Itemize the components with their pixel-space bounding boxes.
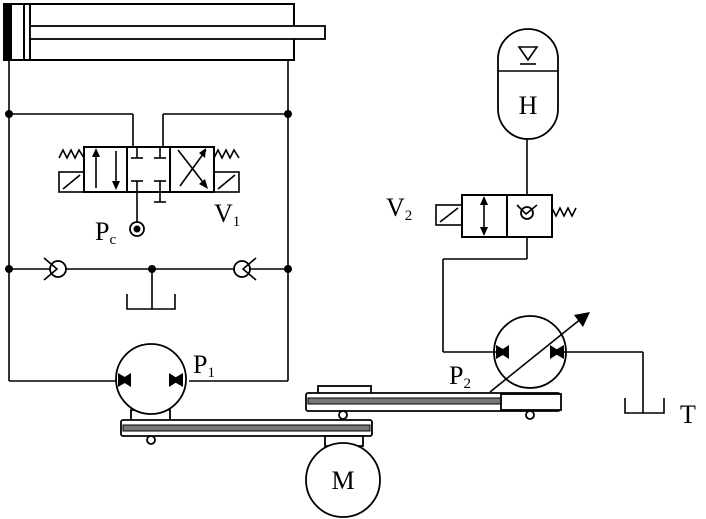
label-v2: V2 — [386, 193, 412, 224]
pump-p1 — [115, 343, 187, 431]
variable-displacement-arrow — [489, 317, 583, 393]
right-circuit-lines — [442, 139, 665, 414]
label-pc: Pc — [95, 217, 116, 248]
label-p2: P2 — [449, 361, 471, 392]
spring-right — [213, 148, 240, 160]
label-h: H — [519, 91, 538, 120]
directional-valve-v1 — [58, 146, 240, 237]
tank-symbol-left — [126, 294, 176, 310]
spring-v2 — [551, 206, 577, 218]
label-v1: V1 — [214, 199, 240, 230]
junction-dot — [5, 110, 13, 118]
pump-p2-base — [500, 393, 562, 411]
left-circuit-lines — [5, 60, 292, 382]
motor-m — [305, 435, 381, 518]
belt-drive-left — [120, 419, 373, 445]
cylinder-rod — [29, 25, 326, 40]
label-m: M — [331, 466, 354, 495]
hydraulic-cylinder — [3, 3, 326, 61]
junction-dot — [148, 265, 156, 273]
check-valve-left — [43, 257, 67, 281]
accumulator-h — [497, 28, 559, 140]
pump-p2 — [489, 312, 590, 411]
junction-dot — [5, 265, 13, 273]
cylinder-end-cap — [4, 4, 12, 60]
spring-left — [58, 148, 85, 160]
label-p1: P1 — [193, 350, 215, 381]
label-t: T — [680, 400, 696, 429]
junction-dot — [284, 265, 292, 273]
tank-symbol-t — [624, 398, 665, 414]
junction-dot — [284, 110, 292, 118]
valve-v2 — [435, 194, 577, 238]
check-valve-right — [233, 257, 257, 281]
